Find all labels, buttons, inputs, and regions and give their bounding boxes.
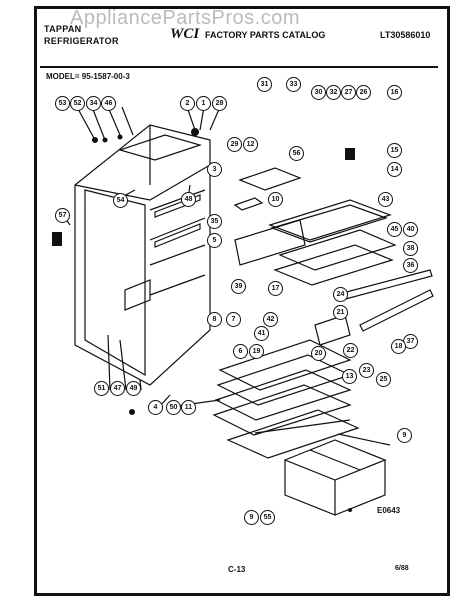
part-callout-2: 2 xyxy=(180,96,195,111)
part-callout-35: 35 xyxy=(207,214,222,229)
part-callout-3: 3 xyxy=(207,162,222,177)
part-callout-33: 33 xyxy=(286,77,301,92)
part-callout-18: 18 xyxy=(391,339,406,354)
part-callout-10: 10 xyxy=(268,192,283,207)
part-callout-45: 45 xyxy=(387,222,402,237)
part-callout-17: 17 xyxy=(268,281,283,296)
part-callout-12: 12 xyxy=(243,137,258,152)
part-callout-56: 56 xyxy=(289,146,304,161)
brand-line-1: TAPPAN xyxy=(44,24,82,34)
part-callout-9: 9 xyxy=(244,510,259,525)
part-callout-15: 15 xyxy=(387,143,402,158)
part-callout-43: 43 xyxy=(378,192,393,207)
revision-date: 6/88 xyxy=(395,565,409,572)
part-callout-22: 22 xyxy=(343,343,358,358)
brand-line-2: REFRIGERATOR xyxy=(44,36,119,46)
part-callout-30: 30 xyxy=(311,85,326,100)
part-callout-49: 49 xyxy=(126,381,141,396)
part-callout-8: 8 xyxy=(207,312,222,327)
part-callout-36: 36 xyxy=(403,258,418,273)
part-callout-47: 47 xyxy=(110,381,125,396)
part-callout-39: 39 xyxy=(231,279,246,294)
part-callout-29: 29 xyxy=(227,137,242,152)
part-callout-40: 40 xyxy=(403,222,418,237)
part-callout-51: 51 xyxy=(94,381,109,396)
part-callout-28: 28 xyxy=(212,96,227,111)
watermark: AppliancePartsPros.com xyxy=(70,7,300,29)
part-callout-50: 50 xyxy=(166,400,181,415)
part-callout-13: 13 xyxy=(342,369,357,384)
part-callout-57: 57 xyxy=(55,208,70,223)
part-callout-31: 31 xyxy=(257,77,272,92)
part-callout-23: 23 xyxy=(359,363,374,378)
part-callout-20: 20 xyxy=(311,346,326,361)
part-callout-48: 48 xyxy=(181,192,196,207)
part-callout-42: 42 xyxy=(263,312,278,327)
part-callout-24: 24 xyxy=(333,287,348,302)
part-callout-25: 25 xyxy=(376,372,391,387)
part-callout-4: 4 xyxy=(148,400,163,415)
wci-logo: WCI xyxy=(170,26,200,42)
part-callout-14: 14 xyxy=(387,162,402,177)
part-callout-46: 46 xyxy=(101,96,116,111)
header-rule xyxy=(40,66,438,68)
page-number: C-13 xyxy=(228,565,246,574)
part-callout-21: 21 xyxy=(333,305,348,320)
part-callout-19: 19 xyxy=(249,344,264,359)
part-callout-53: 53 xyxy=(55,96,70,111)
part-callout-27: 27 xyxy=(341,85,356,100)
catalog-title: FACTORY PARTS CATALOG xyxy=(205,30,326,40)
part-callout-34: 34 xyxy=(86,96,101,111)
part-callout-32: 32 xyxy=(326,85,341,100)
part-callout-26: 26 xyxy=(356,85,371,100)
part-callout-9: 9 xyxy=(397,428,412,443)
part-callout-7: 7 xyxy=(226,312,241,327)
part-callout-54: 54 xyxy=(113,193,128,208)
catalog-code: LT30586010 xyxy=(380,30,431,40)
part-callout-52: 52 xyxy=(70,96,85,111)
figure-code: E0643 xyxy=(377,506,401,515)
part-callout-11: 11 xyxy=(181,400,196,415)
part-callout-6: 6 xyxy=(233,344,248,359)
part-callout-38: 38 xyxy=(403,241,418,256)
part-callout-41: 41 xyxy=(254,326,269,341)
part-callout-16: 16 xyxy=(387,85,402,100)
model-number: MODEL= 95-1587-00-3 xyxy=(46,72,130,81)
part-callout-5: 5 xyxy=(207,233,222,248)
part-callout-1: 1 xyxy=(196,96,211,111)
part-callout-55: 55 xyxy=(260,510,275,525)
